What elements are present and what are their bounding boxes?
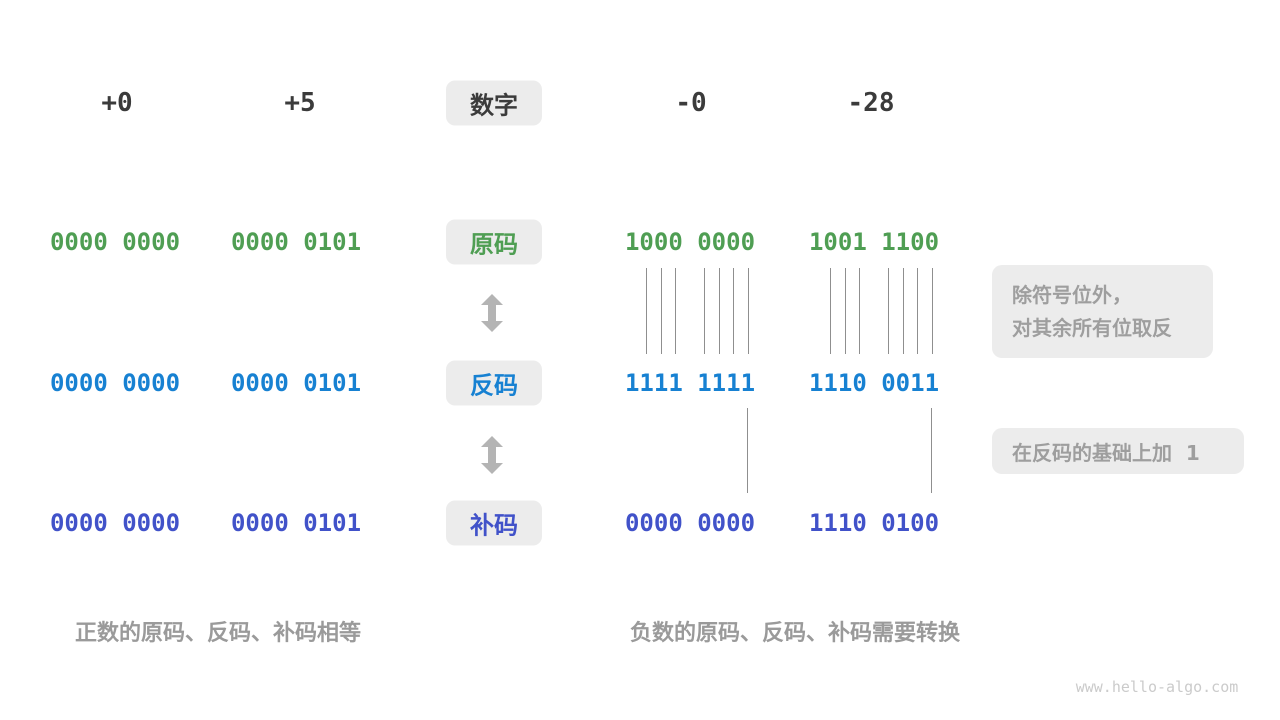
watermark-text: www.hello-algo.com xyxy=(1075,678,1239,696)
negative-numbers-caption: 负数的原码、反码、补码需要转换 xyxy=(629,621,961,646)
bit-connector-line xyxy=(733,268,734,354)
ones-complement-neg-zero: 1111 1111 xyxy=(624,369,756,397)
ones-complement-pos-zero: 0000 0000 xyxy=(49,369,181,397)
ones-complement-pos-five: 0000 0101 xyxy=(230,369,362,397)
plus-one-connector-line xyxy=(747,408,748,493)
bit-connector-line xyxy=(845,268,846,354)
bit-connector-line xyxy=(859,268,860,354)
twos-complement-pos-five: 0000 0101 xyxy=(230,509,362,537)
bit-connector-line xyxy=(748,268,749,354)
ones-complement-label-box: 反码 xyxy=(446,360,542,406)
digit-label-box: 数字 xyxy=(446,80,542,126)
column-label-neg-zero: -0 xyxy=(675,88,707,118)
up-down-arrow-icon xyxy=(481,294,503,332)
add-one-note-box: 在反码的基础上加 1 xyxy=(992,428,1244,474)
bit-connector-line xyxy=(661,268,662,354)
plus-one-connector-line xyxy=(931,408,932,493)
twos-complement-label-text: 补码 xyxy=(470,511,518,540)
sign-magnitude-pos-zero: 0000 0000 xyxy=(49,228,181,256)
up-down-arrow-icon xyxy=(481,436,503,474)
invert-bits-note-line2: 对其余所有位取反 xyxy=(1012,315,1172,340)
bit-connector-line xyxy=(888,268,889,354)
sign-magnitude-label-box: 原码 xyxy=(446,219,542,265)
twos-complement-neg-28: 1110 0100 xyxy=(808,509,940,537)
bit-connector-line xyxy=(704,268,705,354)
column-label-pos-five: +5 xyxy=(284,88,316,118)
bit-connector-line xyxy=(719,268,720,354)
digit-label-text: 数字 xyxy=(470,91,518,120)
sign-magnitude-neg-28: 1001 1100 xyxy=(808,228,940,256)
invert-bits-note-line1: 除符号位外， xyxy=(1012,282,1132,307)
ones-complement-label-text: 反码 xyxy=(470,371,518,400)
bit-connector-line xyxy=(646,268,647,354)
column-label-pos-zero: +0 xyxy=(101,88,133,118)
bit-connector-line xyxy=(903,268,904,354)
add-one-note-text: 在反码的基础上加 1 xyxy=(1012,440,1200,465)
bit-connector-line xyxy=(675,268,676,354)
twos-complement-neg-zero: 0000 0000 xyxy=(624,509,756,537)
twos-complement-pos-zero: 0000 0000 xyxy=(49,509,181,537)
sign-magnitude-neg-zero: 1000 0000 xyxy=(624,228,756,256)
sign-magnitude-label-text: 原码 xyxy=(470,230,518,259)
column-label-neg-28: -28 xyxy=(847,88,895,118)
invert-bits-note-box: 除符号位外， 对其余所有位取反 xyxy=(992,265,1213,358)
bit-connector-line xyxy=(917,268,918,354)
twos-complement-label-box: 补码 xyxy=(446,500,542,546)
ones-complement-neg-28: 1110 0011 xyxy=(808,369,940,397)
sign-magnitude-pos-five: 0000 0101 xyxy=(230,228,362,256)
bit-connector-line xyxy=(932,268,933,354)
bit-connector-group-neg-zero xyxy=(625,268,755,354)
positive-numbers-caption: 正数的原码、反码、补码相等 xyxy=(74,621,362,646)
bit-connector-group-neg-28 xyxy=(809,268,939,354)
bit-connector-line xyxy=(830,268,831,354)
